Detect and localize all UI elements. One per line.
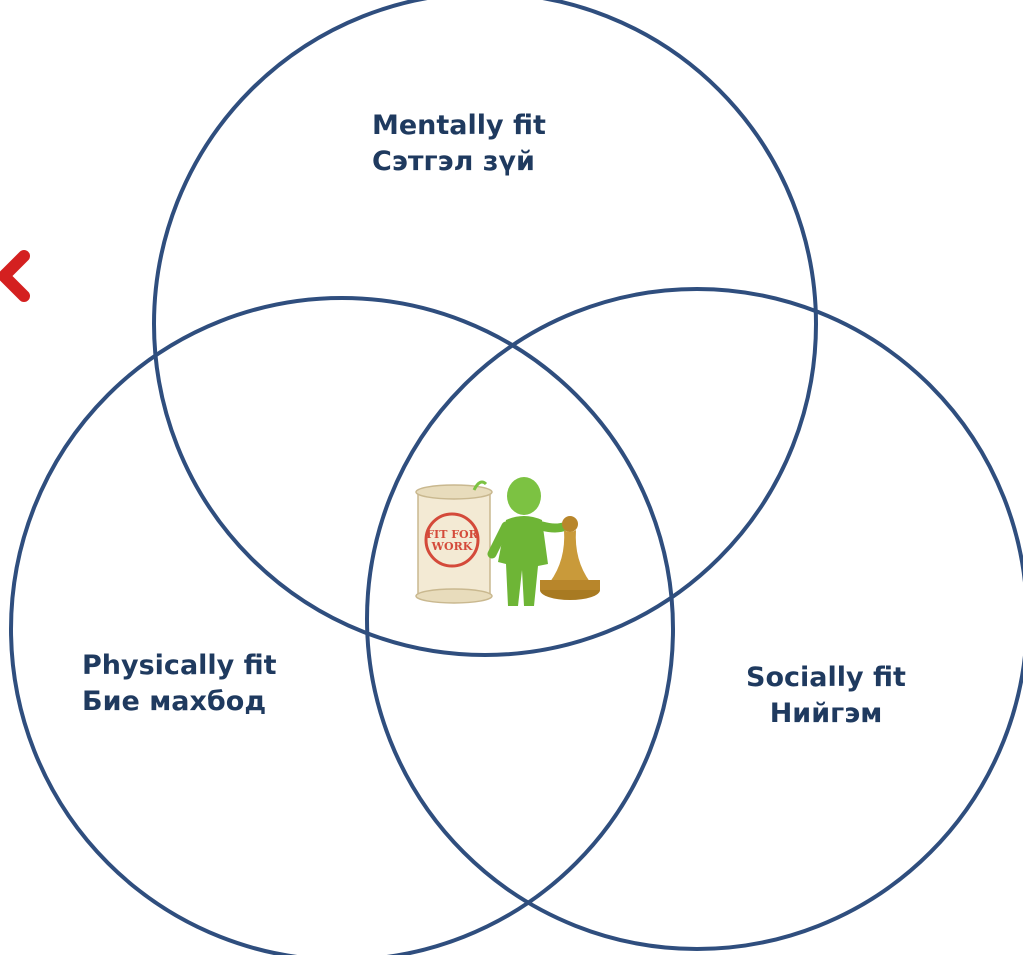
scroll-icon: FIT FOR WORK [415,480,493,604]
label-socially-fit: Socially fit Нийгэм [736,660,916,732]
label-physically-fit-en: Physically fit [82,650,277,681]
circle-socially-fit [365,287,1023,951]
circle-mentally-fit [152,0,818,657]
scroll-stamp-text-1: FIT FOR [426,528,478,541]
stamp-icon [540,516,600,600]
circle-physically-fit [9,296,675,955]
fit-for-work-mascot-image: FIT FOR WORK [415,477,600,606]
label-physically-fit-mn: Бие махбод [82,686,267,717]
label-mentally-fit: Mentally fit Сэтгэл зүй [372,108,546,180]
label-mentally-fit-mn: Сэтгэл зүй [372,146,535,177]
label-mentally-fit-en: Mentally fit [372,110,546,141]
label-socially-fit-en: Socially fit [746,662,906,693]
label-socially-fit-mn: Нийгэм [769,698,883,729]
scroll-stamp-text-2: WORK [431,540,473,553]
green-figure-icon [487,477,571,606]
label-physically-fit: Physically fit Бие махбод [82,648,277,720]
chevron-left-icon[interactable] [0,248,32,304]
